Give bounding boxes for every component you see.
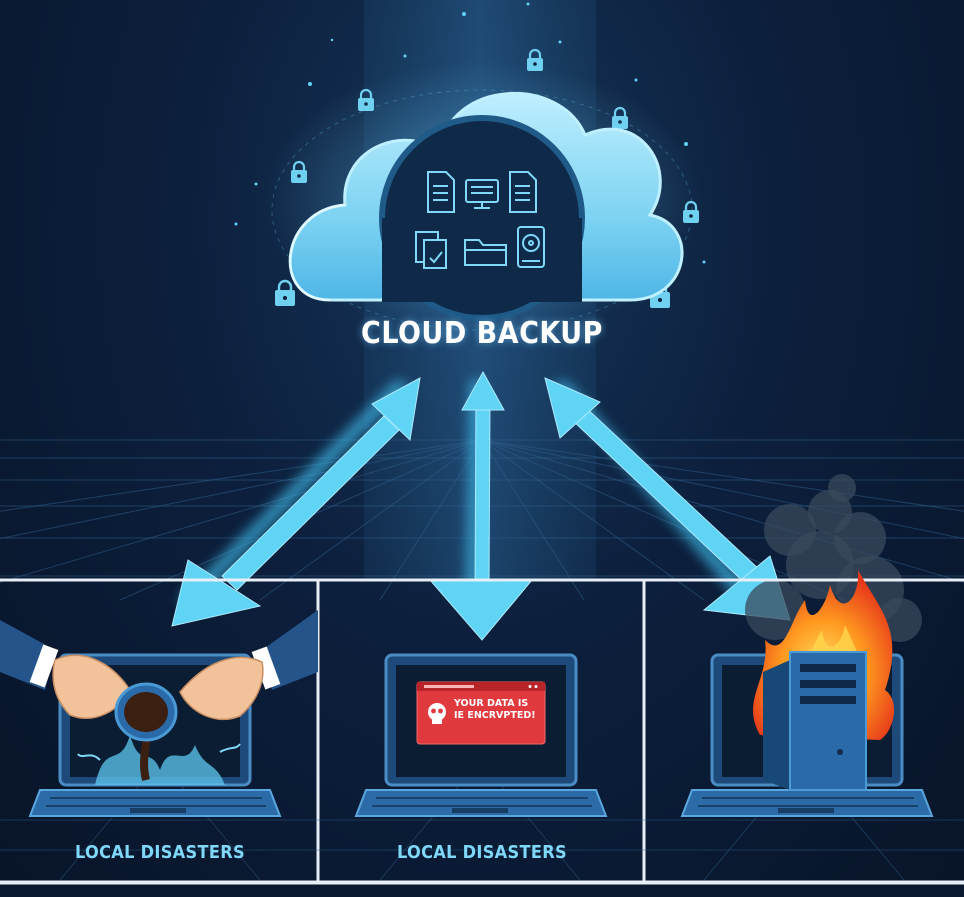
skull-icon xyxy=(428,703,446,724)
lock-icon-6 xyxy=(275,279,295,306)
server-icon xyxy=(763,651,867,791)
ransom-line-2: IE ENCRVPTED! xyxy=(454,710,536,721)
ransom-line-1: YOUR DATA IS xyxy=(454,698,529,709)
ransom-message: YOUR DATA IS IE ENCRVPTED! xyxy=(454,698,544,722)
panel-label-ransomware: LOCAL DISASTERS xyxy=(397,842,567,863)
document-stack-icon xyxy=(415,231,447,269)
hands-holding-cup xyxy=(0,610,318,742)
sync-arrows xyxy=(171,370,791,641)
document-icon xyxy=(509,171,537,213)
sparkles xyxy=(234,2,706,264)
laptop-ransomware xyxy=(354,653,608,817)
document-icon xyxy=(427,171,455,213)
arrow-left xyxy=(171,377,421,627)
cloud-files xyxy=(415,171,545,269)
folder-icon xyxy=(464,239,507,266)
monitor-icon xyxy=(465,179,499,209)
hard-drive-icon xyxy=(517,226,545,268)
page-title: CLOUD BACKUP xyxy=(361,316,603,351)
coffee-cup-icon xyxy=(114,682,178,742)
panel-label-spill: LOCAL DISASTERS xyxy=(75,842,245,863)
smoke xyxy=(745,474,922,642)
